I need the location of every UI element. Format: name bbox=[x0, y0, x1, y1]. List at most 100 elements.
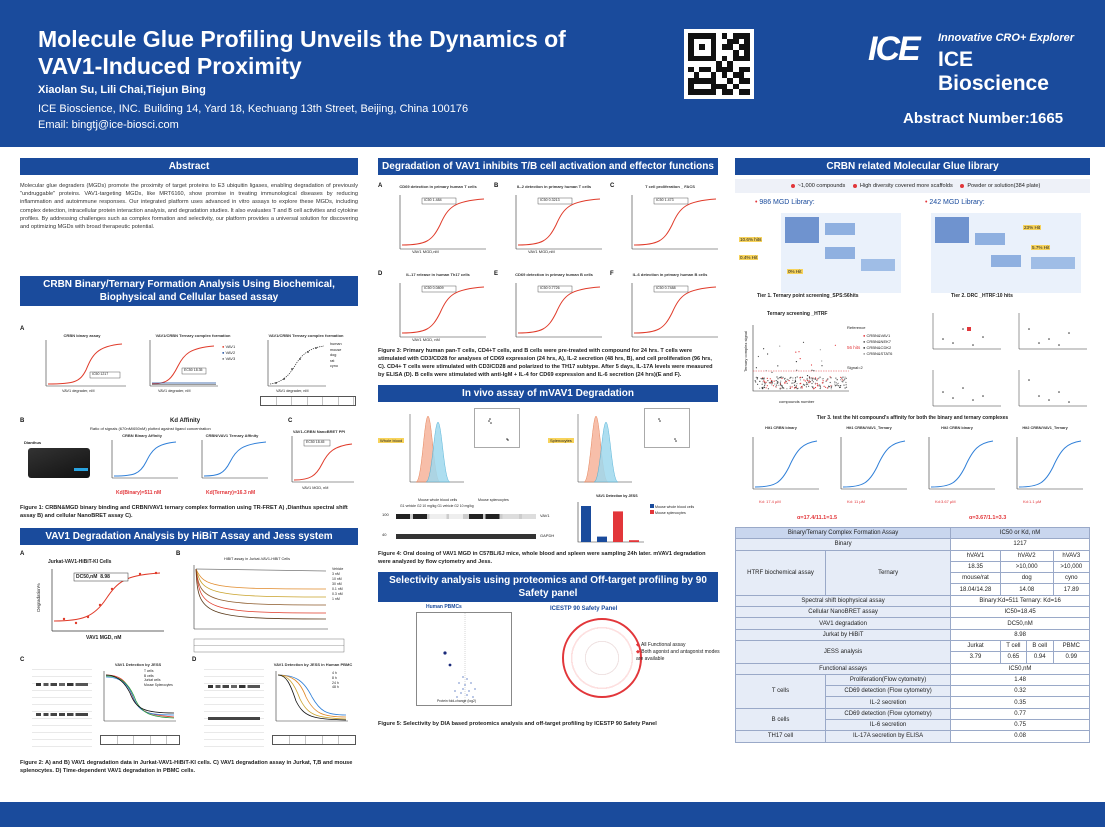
screen-point bbox=[759, 380, 761, 382]
scatter-hits: 56 hits bbox=[847, 345, 861, 350]
screen-point bbox=[829, 381, 831, 384]
alpha-value: α=17.4/11.1=1.5 bbox=[797, 515, 838, 521]
figure5-caption: Figure 5: Selectivity by DIA based prote… bbox=[378, 721, 657, 727]
wb-gapdh-band bbox=[396, 534, 536, 539]
screen-point bbox=[794, 377, 797, 379]
tb-panel-label: A bbox=[378, 183, 383, 189]
screen-point bbox=[786, 378, 788, 380]
screen-point bbox=[830, 388, 832, 390]
screen-point bbox=[812, 386, 814, 388]
screen-point bbox=[797, 387, 799, 389]
ic50-value: 1217 bbox=[100, 372, 109, 376]
ternary-vav-xlabel: VAV1 degrader, nM bbox=[158, 389, 191, 393]
screen-point bbox=[824, 386, 827, 388]
screen-point bbox=[778, 384, 780, 386]
invivo-bar bbox=[613, 511, 623, 542]
screen-point bbox=[820, 386, 822, 389]
screen-point bbox=[771, 384, 773, 386]
screen-point bbox=[830, 386, 832, 388]
screen-point bbox=[807, 380, 809, 382]
screen-point bbox=[835, 377, 837, 379]
abstract-header: Abstract bbox=[20, 158, 358, 175]
vav1-hibit-header: VAV1 Degradation Analysis by HiBiT Assay… bbox=[20, 528, 358, 545]
screen-point bbox=[816, 380, 818, 382]
screen-point bbox=[763, 381, 765, 383]
screen-point bbox=[837, 385, 839, 387]
screen-point bbox=[814, 386, 817, 389]
screen-point bbox=[767, 380, 769, 382]
email[interactable]: Email: bingtj@ice-biosci.com bbox=[38, 119, 179, 131]
screen-point bbox=[795, 380, 797, 383]
screen-point bbox=[771, 379, 773, 382]
screen-point bbox=[766, 385, 768, 387]
screen-point bbox=[840, 379, 842, 381]
ternary-species-chart: VAV1/CRBN Ternary complex formation huma… bbox=[256, 333, 356, 414]
screen-point bbox=[788, 380, 790, 382]
wb-header-left: Mouse whole blood cells bbox=[418, 498, 458, 502]
affinity-kd: Kd: 11 µM bbox=[847, 499, 866, 504]
timecourse-legend: Vehicle 3 nM 10 nM 30 nM 0.1 nM 0.3 nM 1… bbox=[332, 567, 344, 601]
ec50-value: 18.35 bbox=[193, 368, 203, 372]
screen-point bbox=[769, 378, 771, 380]
kd-ternary-chart: CRBN/VAV1 Ternary Affinity bbox=[192, 433, 272, 486]
screen-point bbox=[841, 379, 843, 381]
screen-point bbox=[821, 365, 823, 367]
screen-point bbox=[801, 376, 803, 378]
screen-point bbox=[755, 376, 757, 378]
ec50-label: EC50 bbox=[184, 368, 193, 372]
screen-point bbox=[808, 380, 810, 382]
screen-point bbox=[774, 383, 776, 385]
tb-xlabel: VAV1 MGD, nM bbox=[412, 337, 440, 342]
library-features: ~1,000 compounds High diversity covered … bbox=[735, 179, 1090, 193]
affinity-title: Hit1 CRBN binary bbox=[765, 426, 797, 430]
screen-point bbox=[808, 382, 810, 384]
screen-point bbox=[793, 384, 796, 386]
invivo-bar bbox=[581, 506, 591, 542]
screen-point bbox=[845, 381, 847, 384]
screen-point bbox=[809, 381, 811, 383]
screen-point bbox=[800, 382, 802, 384]
tb-xlabel: VAV1 MGD,nM bbox=[412, 249, 439, 254]
tier3-screening: Ternary screening _HTRF Ternary complex … bbox=[735, 305, 1090, 415]
jurkat-xlabel: VAV1 MGD, nM bbox=[86, 635, 122, 641]
screen-point bbox=[763, 377, 765, 379]
screen-point bbox=[781, 384, 783, 387]
screen-point bbox=[841, 380, 843, 382]
safety-panel-title: ICESTP 90 Safety Panel bbox=[550, 606, 618, 612]
scatter-xlabel: compounds number bbox=[779, 399, 815, 404]
selectivity-figure: Human PBMCs Protein fold-change (log2) I… bbox=[378, 602, 720, 712]
nanobret-ec50: EC50 18.45 bbox=[306, 440, 325, 444]
screen-point bbox=[822, 382, 824, 384]
tb-ic50-box: IC50 1.473 bbox=[656, 198, 674, 202]
poster-title: Molecule Glue Profiling Unveils the Dyna… bbox=[38, 26, 566, 79]
screen-point bbox=[778, 377, 780, 379]
jurkat-hibit-chart: Jurkat-VAV1-HiBiT-KI Cells DC50,nM 8.98 … bbox=[30, 559, 170, 647]
screen-point bbox=[770, 382, 772, 384]
screen-point bbox=[789, 387, 792, 389]
spleen-label: Splenocytes bbox=[548, 438, 574, 443]
screen-point bbox=[806, 378, 808, 380]
abstract-text: Molecular glue degraders (MGDs) promote … bbox=[20, 183, 358, 231]
screen-point bbox=[771, 381, 773, 383]
screen-point bbox=[810, 364, 813, 366]
screen-point bbox=[779, 382, 781, 384]
affinity-title: Hit2 CRBN/VAV1_Ternary bbox=[1022, 426, 1068, 430]
panel-d-label: D bbox=[192, 657, 197, 663]
invivo-bar-legend: Mouse whole blood cells Mouse splenocyte… bbox=[650, 504, 694, 516]
screen-point bbox=[771, 371, 773, 373]
screen-point bbox=[798, 351, 800, 353]
screen-point bbox=[836, 384, 838, 386]
screen-point bbox=[786, 382, 788, 384]
screen-point bbox=[828, 385, 830, 387]
screen-point bbox=[791, 382, 793, 384]
screen-point bbox=[794, 381, 796, 384]
invivo-bar bbox=[597, 536, 607, 542]
qr-code bbox=[684, 29, 754, 99]
screen-point bbox=[836, 383, 838, 385]
tb-panel-label: B bbox=[494, 183, 499, 189]
screen-point bbox=[783, 387, 785, 389]
